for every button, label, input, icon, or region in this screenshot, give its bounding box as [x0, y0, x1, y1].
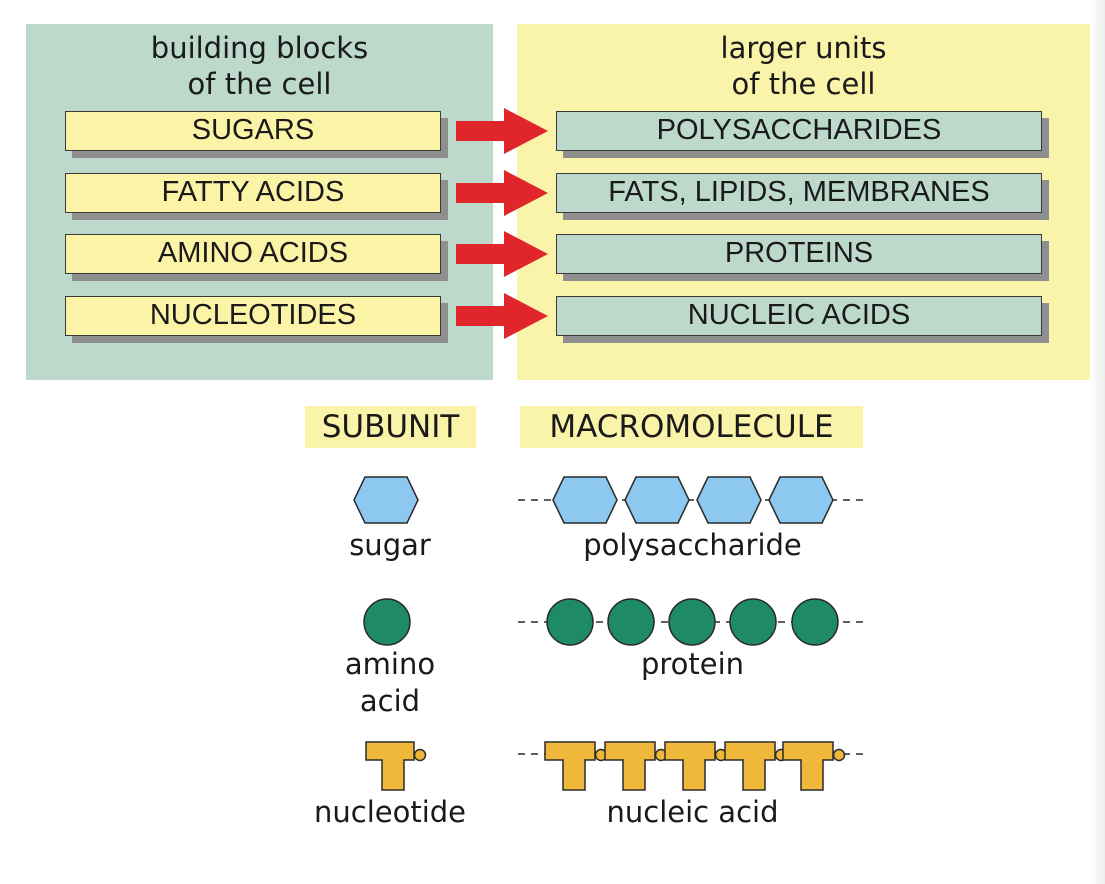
- larger-units-title: larger units of the cell: [720, 31, 887, 101]
- nucleic-acid-chain: [518, 741, 865, 791]
- subunit-label-sugar: sugar: [349, 528, 431, 562]
- nucleotide-icon: [365, 741, 427, 791]
- sugar-hexagon-icon: [552, 476, 618, 524]
- macromolecule-label-polysaccharide: polysaccharide: [583, 528, 802, 562]
- sugar-hexagon-icon: [353, 476, 419, 524]
- amino-acid-circle-icon: [668, 598, 716, 646]
- subunit-label-nucleotide: nucleotide: [313, 795, 467, 829]
- subunit-label-amino-acid: amino acid: [344, 647, 436, 718]
- sugar-hexagon-icon: [696, 476, 762, 524]
- polysaccharide-chain: [518, 476, 865, 524]
- arrow-icon: [456, 231, 548, 277]
- amino-acid-circle-icon: [607, 598, 655, 646]
- nucleotide-icon: [544, 741, 608, 791]
- arrow-icon: [456, 293, 548, 339]
- larger-unit-proteins: PROTEINS: [556, 234, 1042, 274]
- macromolecule-header: MACROMOLECULE: [520, 406, 863, 448]
- page-edge-shadow: [1090, 0, 1105, 884]
- building-blocks-title: building blocks of the cell: [150, 31, 369, 101]
- nucleotide-icon: [782, 741, 846, 791]
- larger-unit-polysaccharides: POLYSACCHARIDES: [556, 111, 1042, 151]
- macromolecule-label-nucleic-acid: nucleic acid: [606, 795, 779, 829]
- building-block-sugars: SUGARS: [65, 111, 441, 151]
- amino-acid-circle-icon: [791, 598, 839, 646]
- macromolecule-label-protein: protein: [640, 647, 745, 681]
- arrow-icon: [456, 108, 548, 154]
- larger-unit-fats-lipids-membranes: FATS, LIPIDS, MEMBRANES: [556, 173, 1042, 213]
- amino-acid-circle-icon: [546, 598, 594, 646]
- subunit-header: SUBUNIT: [305, 406, 476, 448]
- arrow-icon: [456, 170, 548, 216]
- nucleotide-icon: [664, 741, 728, 791]
- nucleotide-icon: [604, 741, 668, 791]
- nucleotide-icon: [724, 741, 788, 791]
- larger-unit-nucleic-acids: NUCLEIC ACIDS: [556, 296, 1042, 336]
- protein-chain: [518, 598, 865, 646]
- building-block-nucleotides: NUCLEOTIDES: [65, 296, 441, 336]
- amino-acid-circle-icon: [363, 598, 411, 646]
- building-block-fatty-acids: FATTY ACIDS: [65, 173, 441, 213]
- sugar-hexagon-icon: [624, 476, 690, 524]
- sugar-hexagon-icon: [768, 476, 834, 524]
- amino-acid-circle-icon: [729, 598, 777, 646]
- building-block-amino-acids: AMINO ACIDS: [65, 234, 441, 274]
